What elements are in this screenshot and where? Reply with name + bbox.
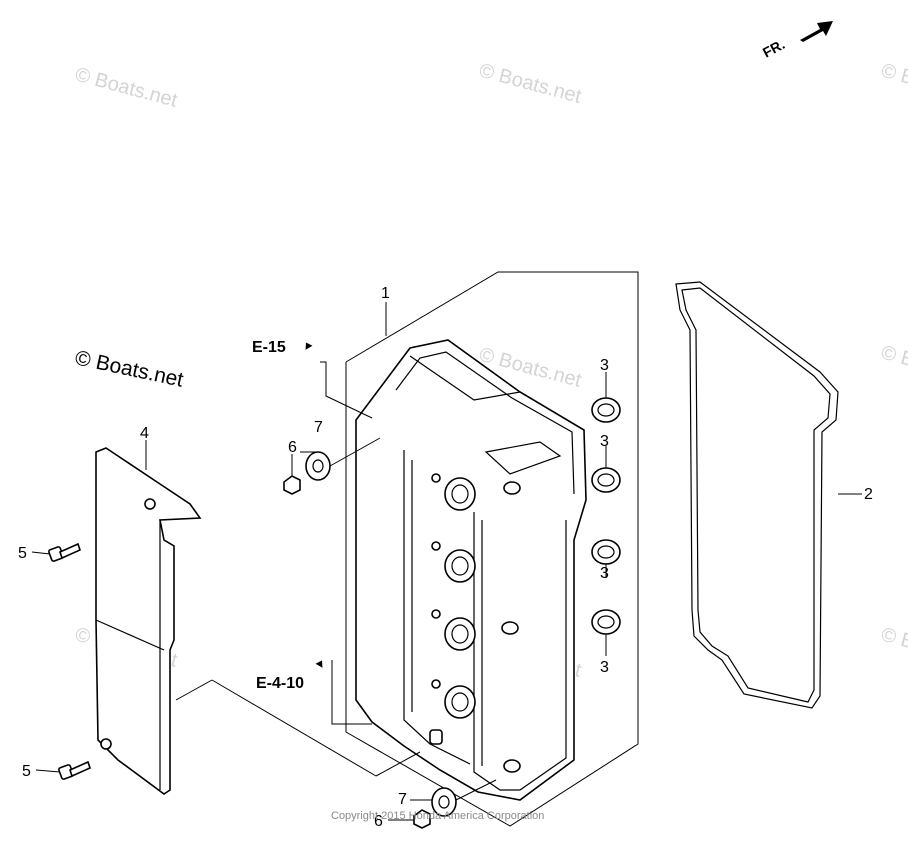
cover-bolt xyxy=(48,542,81,562)
assembly-boundary xyxy=(345,271,639,827)
plug-bore xyxy=(444,685,476,719)
plug-bore xyxy=(444,549,476,583)
cover-nut xyxy=(283,475,301,495)
callout-3: 3 xyxy=(600,659,609,676)
callout-4: 4 xyxy=(140,425,149,442)
plug-seal xyxy=(591,539,621,565)
watermark: © Boats.net xyxy=(879,342,908,390)
callout-7: 7 xyxy=(314,419,323,436)
rubber-washer xyxy=(305,451,331,481)
callout-3: 3 xyxy=(600,433,609,450)
footer-copyright: Copyright 2015 Honda America Corporation xyxy=(331,810,544,822)
copyright-label: © Boats.net xyxy=(73,346,186,391)
plug-seal xyxy=(591,397,621,423)
head-cover-gasket xyxy=(675,281,839,709)
front-arrow-icon xyxy=(800,21,833,42)
front-label: FR. xyxy=(760,36,787,61)
callout-6: 6 xyxy=(288,439,297,456)
plug-seal xyxy=(591,609,621,635)
watermark: © Boats.net xyxy=(73,64,180,112)
watermark: © Boats.net xyxy=(879,624,908,672)
callout-1: 1 xyxy=(381,285,390,302)
plug-bore xyxy=(444,617,476,651)
reference-lower: E-4-10 xyxy=(256,675,304,692)
front-direction-indicator: FR. xyxy=(760,21,833,61)
callout-3: 3 xyxy=(600,565,609,582)
callout-6: 6 xyxy=(374,813,383,830)
callout-5: 5 xyxy=(22,763,31,780)
plug-seal xyxy=(591,467,621,493)
cover-bolt xyxy=(58,760,91,780)
callouts: 1 2 3 3 3 3 4 5 5 6 6 7 7 xyxy=(18,285,873,830)
reference-upper: E-15 xyxy=(252,339,286,356)
plug-seals xyxy=(591,397,621,635)
watermark: © Boats.net xyxy=(477,60,584,108)
leader-lines xyxy=(31,302,862,821)
cylinder-head-cover xyxy=(355,339,587,801)
rubber-washer xyxy=(431,787,457,817)
cover-nut xyxy=(413,809,431,829)
callout-3: 3 xyxy=(600,357,609,374)
plug-bore xyxy=(444,477,476,511)
callout-7: 7 xyxy=(398,791,407,808)
ignition-coil-cover xyxy=(95,447,202,795)
callout-2: 2 xyxy=(864,486,873,503)
watermark: © Boats.net xyxy=(879,60,908,108)
callout-5: 5 xyxy=(18,545,27,562)
